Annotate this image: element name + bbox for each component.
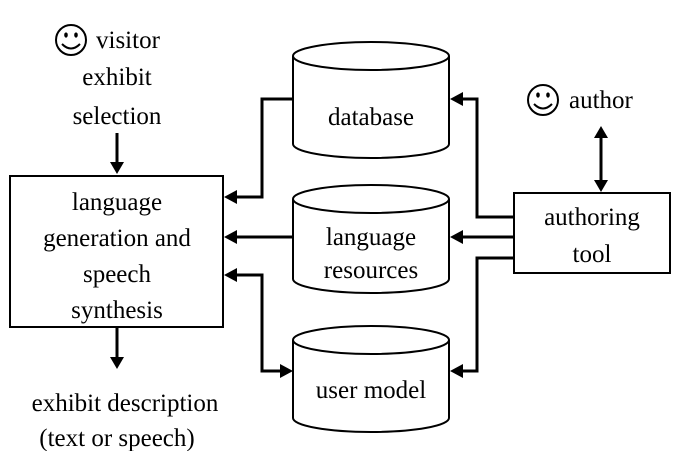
- visitor-smiley-icon: [55, 24, 87, 56]
- output-label-line-2: (text or speech): [39, 425, 194, 451]
- authoring-tool-box: [513, 192, 671, 274]
- language-generation-box: [9, 175, 224, 328]
- visitor-label: visitor: [96, 27, 161, 54]
- user-model-label: user model: [316, 377, 426, 404]
- arrow-tool-to-resources: [450, 230, 514, 244]
- arrow-input-to-main: [110, 133, 124, 174]
- database-label: database: [328, 104, 414, 131]
- resources-label-line-2: resources: [324, 257, 418, 284]
- arrow-main-user-model: [224, 268, 293, 378]
- main-box-line-2: generation and: [43, 225, 191, 252]
- main-box-line-1: language: [72, 189, 162, 216]
- input-label-line-2: selection: [73, 103, 162, 130]
- authoring-tool-line-1: authoring: [544, 204, 640, 231]
- resources-label-line-1: language: [326, 224, 416, 251]
- arrow-resources-to-main: [224, 230, 293, 244]
- main-box-line-4: synthesis: [71, 297, 163, 324]
- arrow-tool-to-database: [450, 92, 514, 219]
- arrow-tool-to-user-model: [450, 256, 514, 378]
- database-cylinder: [292, 41, 450, 159]
- output-label-line-1: exhibit description: [32, 390, 219, 417]
- user-model-cylinder: [292, 325, 450, 433]
- arrow-main-to-output: [110, 328, 124, 369]
- arrow-database-to-main: [224, 97, 293, 204]
- main-box-line-3: speech: [83, 261, 152, 288]
- author-label: author: [569, 87, 634, 114]
- arrow-author-tool: [594, 126, 608, 192]
- input-label-line-1: exhibit: [82, 64, 151, 91]
- authoring-tool-line-2: tool: [573, 241, 612, 268]
- author-smiley-icon: [527, 84, 559, 116]
- language-resources-cylinder: [292, 184, 450, 294]
